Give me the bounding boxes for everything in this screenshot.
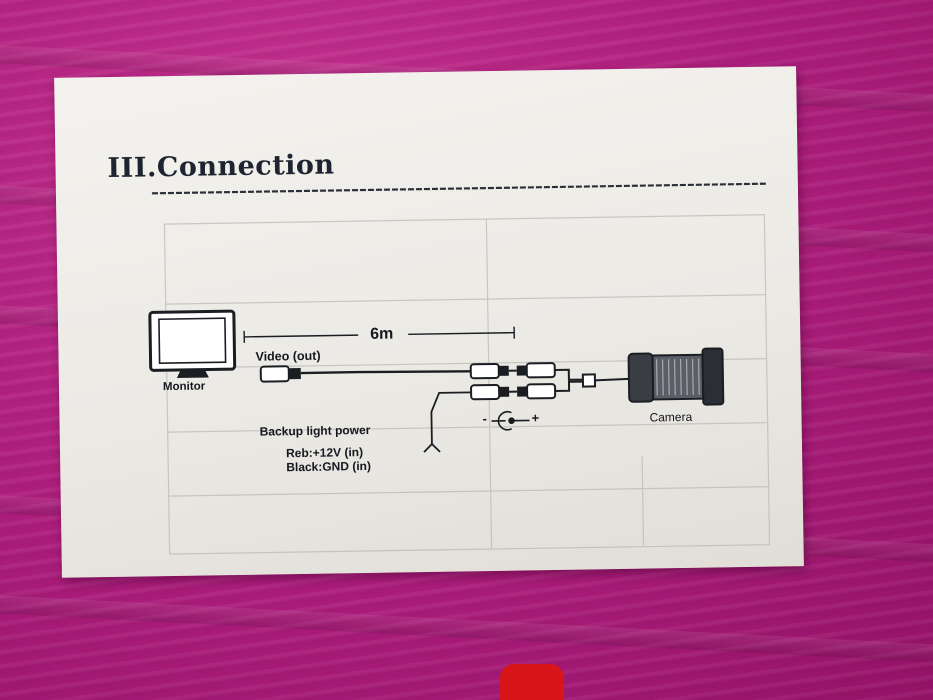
cable-length-line (243, 326, 515, 343)
dc-connector-pair (470, 383, 557, 401)
cable-length-label: 6m (370, 325, 394, 343)
backup-black-wire-label: Black:GND (in) (286, 458, 372, 475)
monitor-label: Monitor (162, 380, 206, 394)
video-cable (300, 370, 471, 375)
backup-red-wire-label: Reb:+12V (in) (285, 445, 364, 461)
heading-underline (151, 182, 768, 195)
backup-power-wires (423, 391, 472, 453)
red-object (500, 664, 564, 700)
camera-icon (627, 347, 725, 406)
video-out-label: Video (out) (255, 348, 321, 364)
camera-label: Camera (649, 409, 693, 425)
polarity-plus-label: + (531, 410, 540, 426)
camera-lead (554, 368, 629, 393)
polarity-minus-label: - (482, 411, 487, 427)
dc-polarity-icon (491, 411, 530, 431)
connection-diagram (148, 182, 771, 555)
backup-power-title: Backup light power (259, 422, 371, 439)
page-title: III.Connection (107, 149, 335, 185)
monitor-icon (148, 309, 237, 378)
fabric-fold (0, 593, 933, 665)
instruction-card: III.Connection 6m Video (out) Monitor Ca… (54, 66, 804, 578)
rca-connector-pair (469, 362, 556, 380)
video-out-connector (259, 365, 301, 383)
